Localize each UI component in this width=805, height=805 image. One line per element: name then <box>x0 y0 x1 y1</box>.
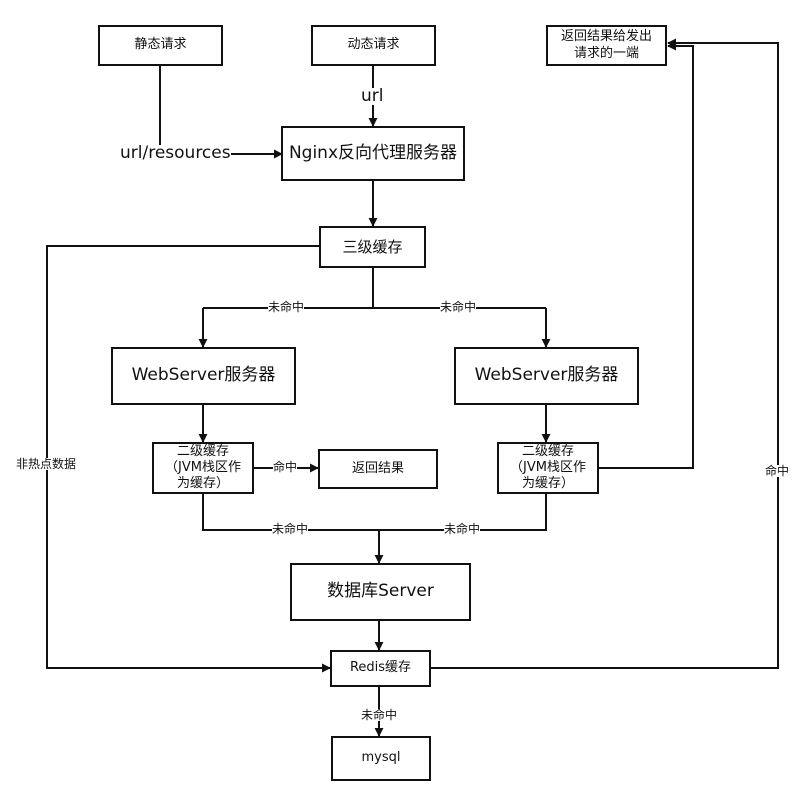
edge-l2-right-to-return <box>598 41 694 469</box>
edge-l2-miss-merge <box>202 494 547 531</box>
edge-label-l2-miss-left: 未命中 <box>272 522 309 536</box>
edge-l3-miss-split <box>203 267 546 309</box>
nginx-node: Nginx反向代理服务器 <box>281 126 465 181</box>
static-request-node: 静态请求 <box>98 25 223 66</box>
edge-l3-to-redis <box>46 245 331 673</box>
return-result-node: 返回结果 <box>318 449 438 489</box>
redis-cache-node: Redis缓存 <box>330 650 431 687</box>
edge-redis-hit <box>430 38 779 669</box>
edge-label-non-hot-data: 非热点数据 <box>16 457 77 471</box>
edge-label-l3-miss-right: 未命中 <box>440 300 477 314</box>
edge-static-to-nginx <box>159 65 283 159</box>
l2-cache-left-node: 二级缓存 （JVM栈区作 为缓存） <box>152 442 254 494</box>
database-server-node: 数据库Server <box>290 563 471 621</box>
edge-label-l3-miss-left: 未命中 <box>268 300 305 314</box>
dynamic-request-node: 动态请求 <box>311 25 436 66</box>
edge-label-redis-hit: 命中 <box>765 464 790 478</box>
webserver-right-node: WebServer服务器 <box>454 347 639 405</box>
edge-label-url: url <box>361 86 384 106</box>
edge-label-l2-miss-right: 未命中 <box>444 522 481 536</box>
l2-cache-right-node: 二级缓存 （JVM栈区作 为缓存） <box>497 442 599 494</box>
webserver-left-node: WebServer服务器 <box>111 347 296 405</box>
edge-label-url-resources: url/resources <box>120 143 231 163</box>
edge-label-redis-miss: 未命中 <box>361 708 398 722</box>
return-to-requester-node: 返回结果给发出 请求的一端 <box>546 25 667 66</box>
edge-label-l2-hit: 命中 <box>273 460 298 474</box>
l3-cache-node: 三级缓存 <box>319 226 426 268</box>
mysql-node: mysql <box>331 736 431 781</box>
